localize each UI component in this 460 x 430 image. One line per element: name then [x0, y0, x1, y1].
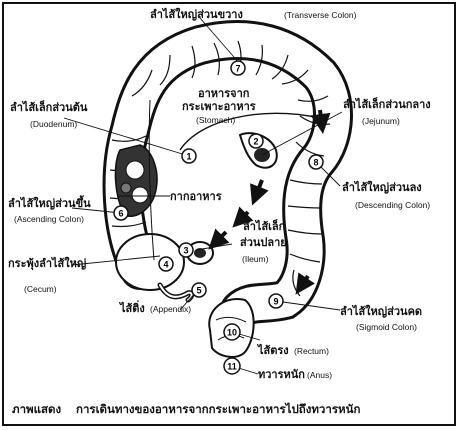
svg-text:5: 5 — [196, 286, 201, 296]
svg-text:9: 9 — [273, 297, 278, 307]
marker-6: 6 — [113, 205, 129, 221]
svg-text:10: 10 — [227, 328, 237, 338]
rectum-label-en: (Rectum) — [294, 346, 329, 356]
ileum-label-th-2: ส่วนปลาย — [240, 236, 287, 249]
ascending-label-en: (Ascending Colon) — [14, 214, 84, 224]
anus-label-en: (Anus) — [307, 370, 333, 380]
food-waste-label: กากอาหาร — [170, 190, 222, 203]
svg-text:3: 3 — [183, 246, 188, 256]
marker-8: 8 — [308, 154, 324, 170]
ascending-contents — [114, 144, 158, 217]
appendix-label-th: ไส้ติ่ง — [120, 302, 145, 315]
svg-text:8: 8 — [313, 158, 318, 168]
marker-4: 4 — [158, 256, 174, 272]
ascending-label-th: ลำไส้ใหญ่ส่วนขึ้น — [8, 197, 91, 210]
marker-5: 5 — [191, 282, 207, 298]
stomach-label-th-2: กระเพาะอาหาร — [182, 100, 256, 113]
marker-3: 3 — [178, 242, 194, 258]
appendix-label-en: (Appendix) — [150, 304, 192, 314]
cecum-label-en: (Cecum) — [24, 284, 57, 294]
marker-1: 1 — [181, 148, 197, 164]
ileum-label-th-1: ลำไส้เล็ก — [243, 220, 286, 233]
flow-arrows — [208, 109, 331, 295]
cecum-shape — [115, 233, 185, 291]
duodenum-label-en: (Duodenum) — [30, 119, 78, 129]
rectum-label-th: ไส้ตรง — [258, 344, 289, 357]
anus-label-th: ทวารหนัก — [258, 368, 305, 381]
marker-7: 7 — [230, 60, 246, 76]
marker-11: 11 — [223, 357, 241, 375]
svg-text:6: 6 — [118, 209, 123, 219]
descending-label-en: (Descending Colon) — [355, 200, 431, 210]
cecum-label-th: กระพุ้งลำไส้ใหญ่ — [8, 257, 87, 270]
jejunum-label-en: (Jejunum) — [362, 116, 400, 126]
stomach-label-th-1: อาหารจาก — [198, 87, 250, 100]
marker-9: 9 — [268, 293, 284, 309]
ileum-label-en: (Ileum) — [242, 254, 269, 264]
svg-text:11: 11 — [227, 362, 237, 372]
svg-text:2: 2 — [253, 137, 258, 147]
duodenum-label-th: ลำไส้เล็กส่วนต้น — [10, 101, 88, 114]
svg-text:4: 4 — [163, 260, 168, 270]
jejunum-label-th: ลำไส้เล็กส่วนกลาง — [343, 98, 431, 111]
stomach-label-en: (Stomach) — [196, 115, 236, 125]
transverse-label-th: ลำไส้ใหญ่ส่วนขวาง — [150, 8, 243, 21]
small-intestine-path — [179, 112, 321, 151]
caption-prefix: ภาพแสดง — [12, 402, 62, 416]
sigmoid-label-en: (Sigmoid Colon) — [356, 322, 417, 332]
sigmoid-label-th: ลำไส้ใหญ่ส่วนคด — [340, 305, 423, 318]
marker-10: 10 — [223, 323, 241, 341]
svg-text:1: 1 — [186, 152, 191, 162]
caption-text: การเดินทางของอาหารจากกระเพาะอาหารไปถึงทว… — [76, 402, 361, 416]
marker-2: 2 — [248, 133, 264, 149]
descending-label-th: ลำไส้ใหญ่ส่วนลง — [342, 181, 422, 194]
svg-text:7: 7 — [235, 64, 240, 74]
transverse-label-en: (Transverse Colon) — [284, 10, 357, 20]
